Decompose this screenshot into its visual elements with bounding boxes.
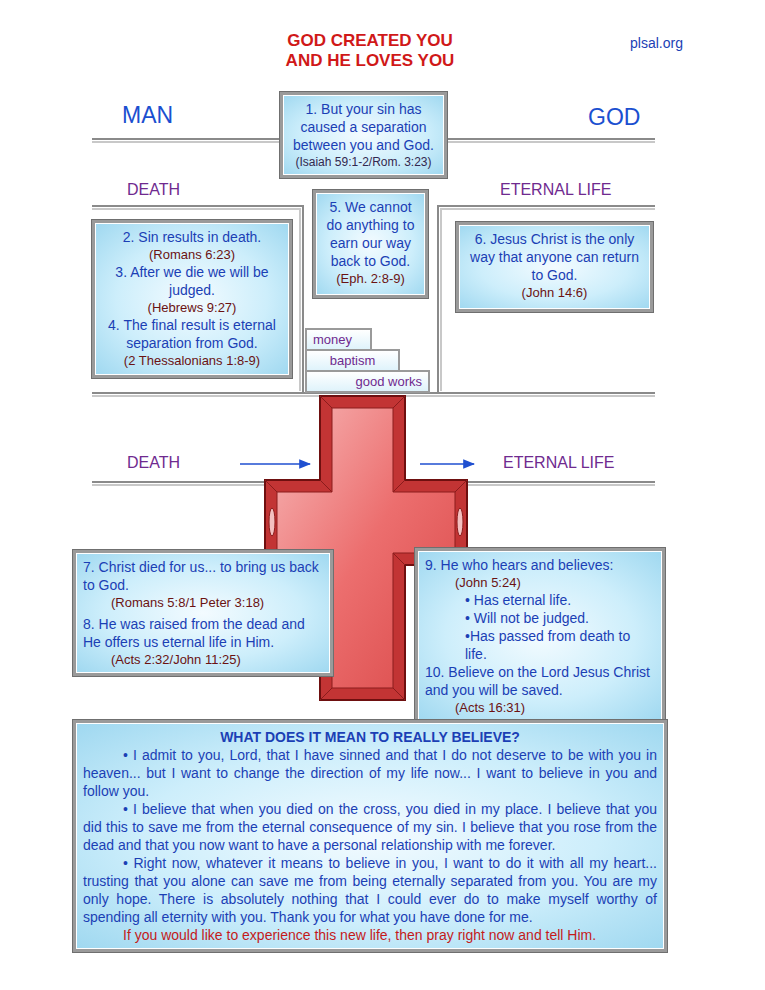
scripture-reference: (Hebrews 9:27) (102, 299, 282, 316)
box-text: 2. Sin results in death. (102, 228, 282, 246)
box-text: (Isaiah 59:1-2/Rom. 3:23) (290, 154, 437, 170)
box-text: 8. He was raised from the dead and He of… (83, 615, 323, 651)
step-box: good works (305, 370, 430, 393)
website-label: plsal.org (630, 35, 683, 51)
title: GOD CREATED YOU AND HE LOVES YOU (272, 31, 468, 71)
scripture-reference: (Acts 16:31) (455, 699, 655, 716)
scripture-reference: (John 14:6) (466, 284, 643, 301)
scripture-reference: (2 Thessalonians 1:8-9) (102, 352, 282, 369)
box-text: 10. Believe on the Lord Jesus Christ and… (425, 663, 655, 699)
scripture-reference: (John 5:24) (455, 574, 655, 591)
box-text: WHAT DOES IT MEAN TO REALLY BELIEVE? (83, 728, 657, 746)
state-label: DEATH (127, 181, 180, 199)
box-text: 5. We cannot do anything to earn our way… (323, 198, 418, 270)
direction-arrows (240, 464, 474, 465)
box-text: • Has eternal life. (465, 591, 655, 609)
box-text: • I believe that when you died on the cr… (83, 800, 657, 854)
box-text: • I admit to you, Lord, that I have sinn… (83, 746, 657, 800)
side-label: MAN (122, 102, 173, 129)
box-text: 3. After we die we will be judged. (102, 263, 282, 299)
scripture-reference: (Acts 2:32/John 11:25) (111, 651, 323, 668)
scripture-reference: (Romans 5:8/1 Peter 3:18) (111, 594, 323, 611)
step-label: baptism (313, 352, 392, 369)
side-label: GOD (588, 104, 640, 131)
box-text: • Right now, whatever it means to believ… (83, 854, 657, 926)
step-box: money (305, 328, 372, 351)
box-text: 7. Christ died for us... to bring us bac… (83, 558, 323, 594)
message-box: 5. We cannot do anything to earn our way… (313, 190, 428, 298)
step-label: good works (313, 373, 422, 390)
message-box: 9. He who hears and believes:(John 5:24)… (415, 548, 665, 724)
box-text: 6. Jesus Christ is the only way that any… (466, 230, 643, 284)
state-label: ETERNAL LIFE (500, 181, 611, 199)
box-text: •Has passed from death to life. (465, 627, 655, 663)
state-label: ETERNAL LIFE (503, 454, 614, 472)
box-text: If you would like to experience this new… (83, 926, 657, 944)
box-text: 4. The final result is eternal separatio… (102, 316, 282, 352)
message-box: 2. Sin results in death.(Romans 6:23)3. … (92, 220, 292, 378)
scripture-reference: (Romans 6:23) (102, 246, 282, 263)
box-text: • Will not be judged. (465, 609, 655, 627)
message-box: 6. Jesus Christ is the only way that any… (456, 222, 653, 312)
scripture-reference: (Eph. 2:8-9) (323, 270, 418, 287)
step-label: money (313, 331, 364, 348)
message-box: 1. But your sin has caused a separation … (280, 92, 447, 178)
state-label: DEATH (127, 454, 180, 472)
step-box: baptism (305, 349, 400, 372)
message-box: 7. Christ died for us... to bring us bac… (73, 550, 333, 676)
box-text: 9. He who hears and believes: (425, 556, 655, 574)
box-text: 1. But your sin has caused a separation … (290, 100, 437, 154)
prayer-box: WHAT DOES IT MEAN TO REALLY BELIEVE?• I … (73, 720, 667, 952)
